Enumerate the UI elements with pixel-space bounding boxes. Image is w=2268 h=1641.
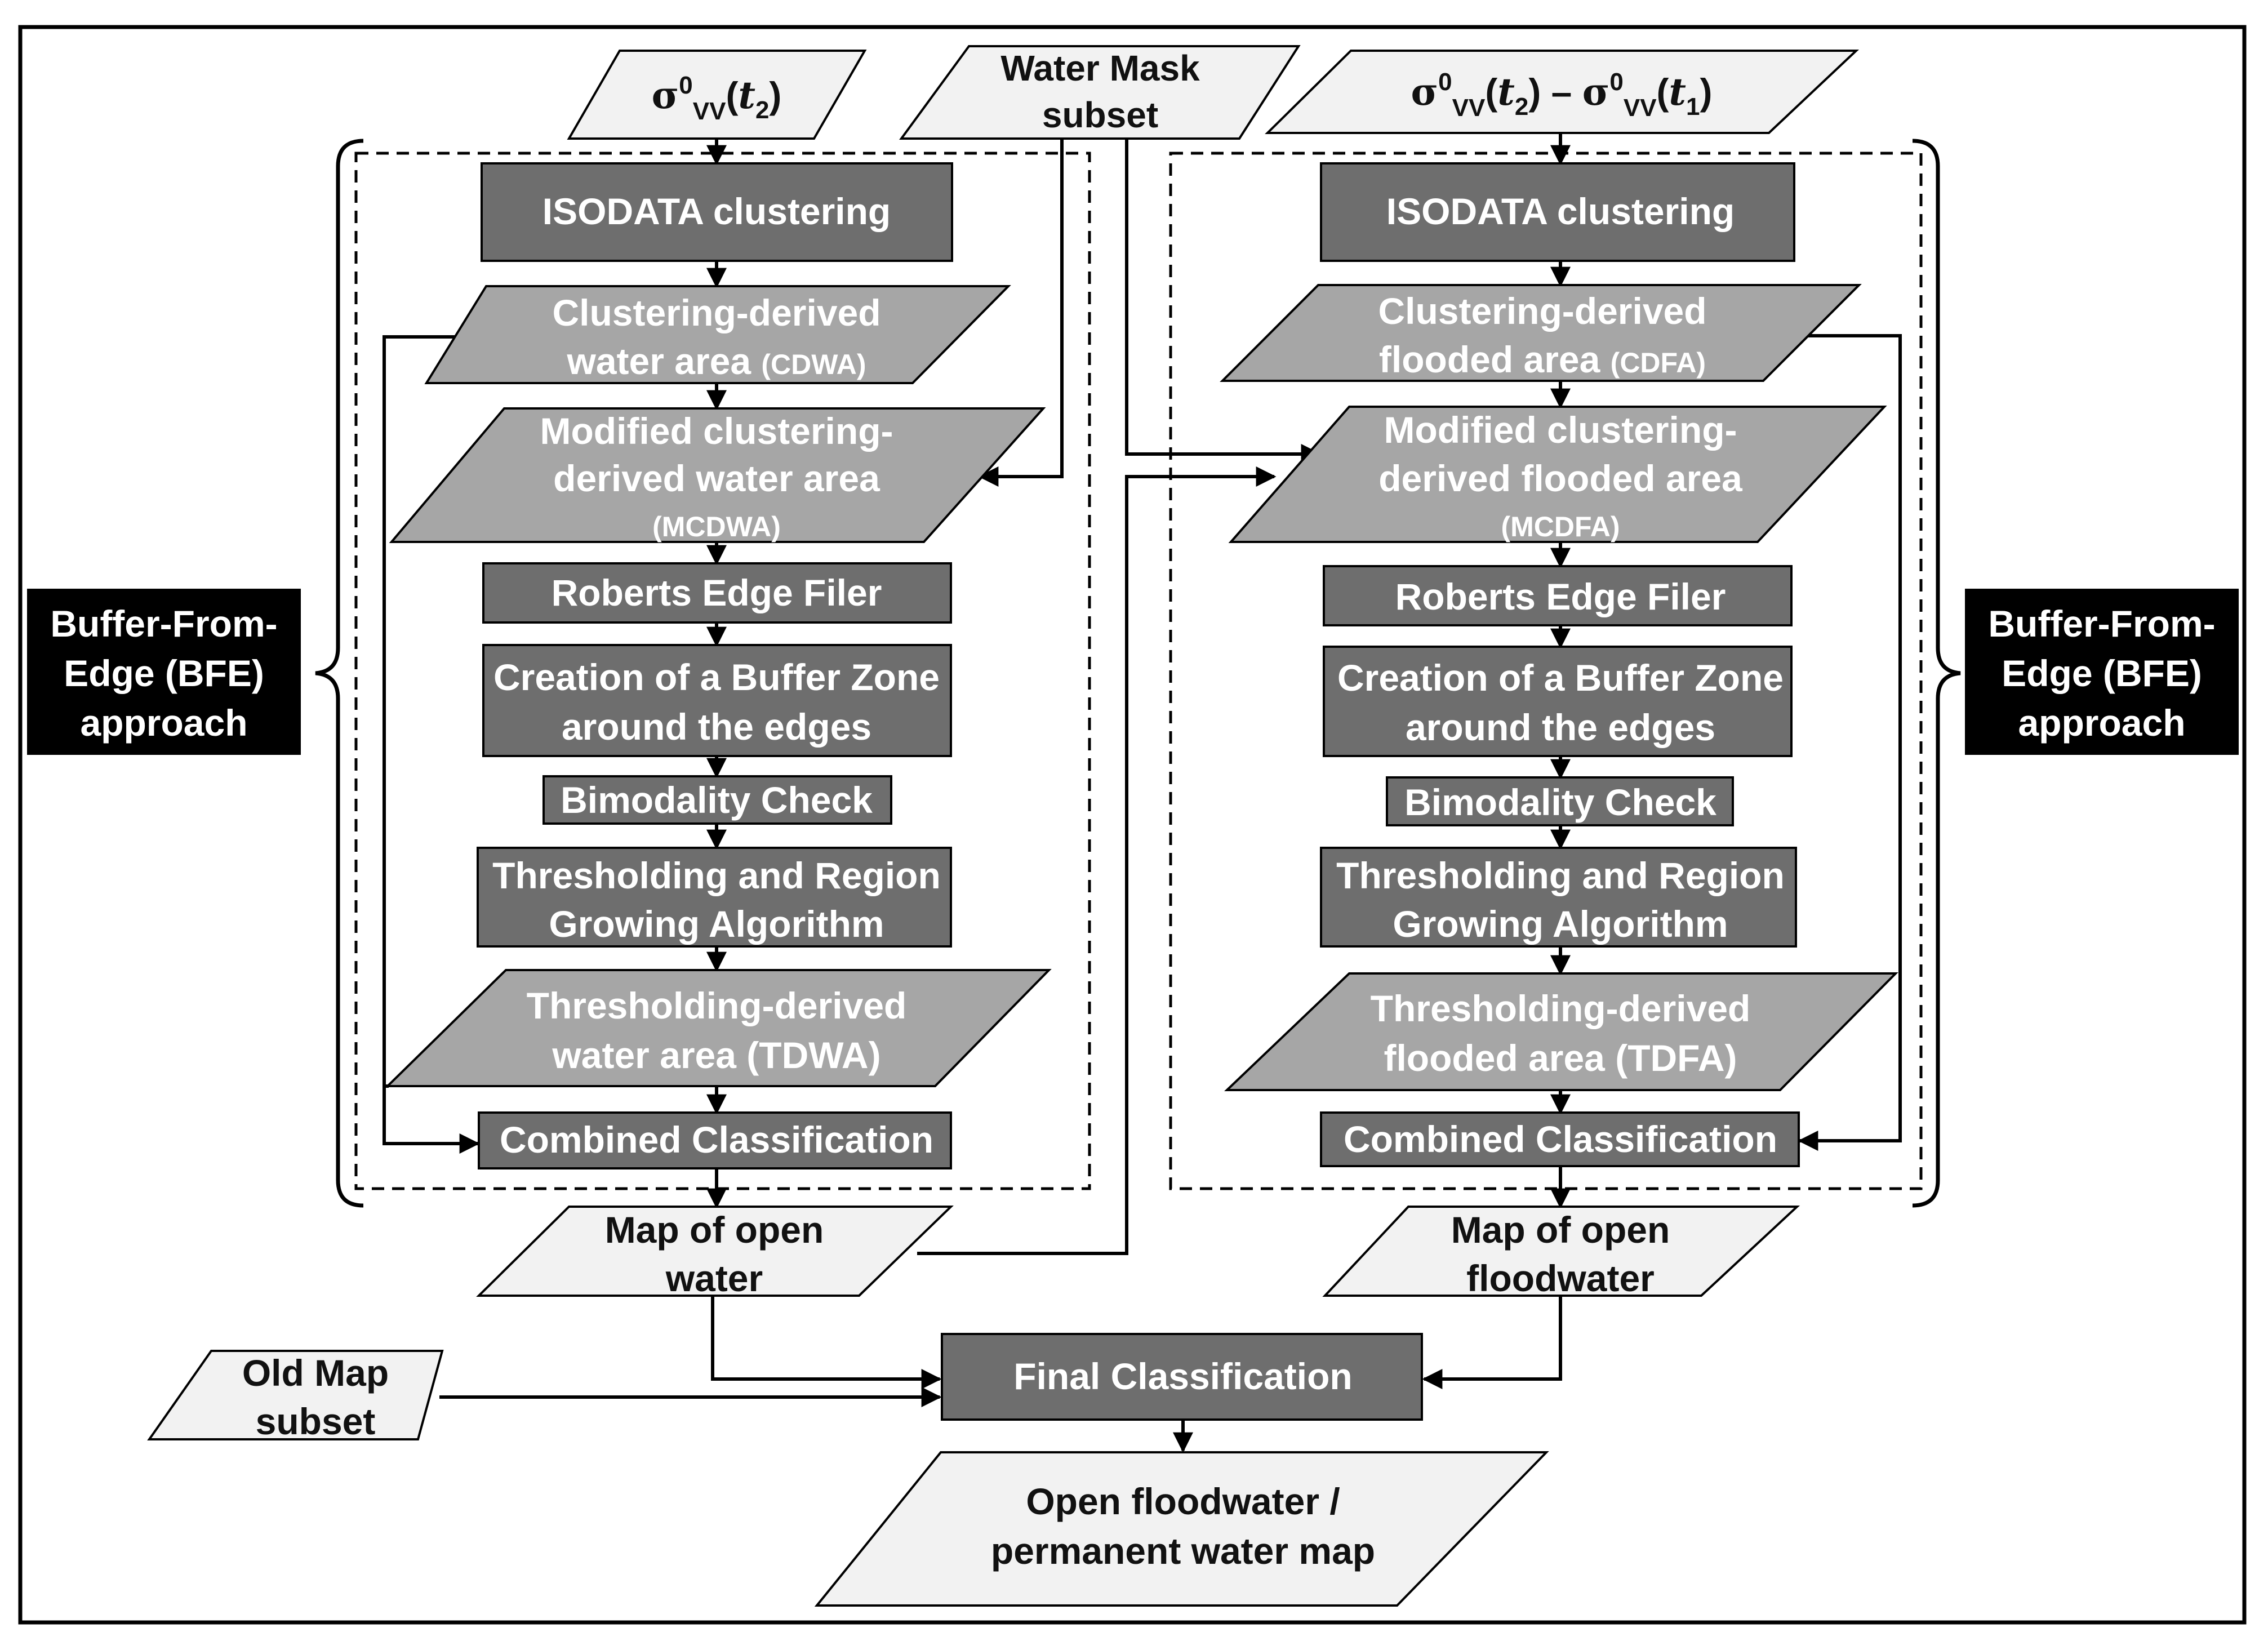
right-combined-label: Combined Classification (1344, 1118, 1777, 1160)
left-mcdwa-shape (389, 407, 1046, 543)
arrow-watermask-to-mcdwa (978, 139, 1064, 487)
right-roberts-box (1323, 565, 1793, 626)
right-mcdfa-shape (1228, 406, 1887, 543)
arrow-openwater-to-mcdfa (917, 466, 1277, 1255)
input-sigma-t2-shape (567, 50, 867, 140)
connectors (383, 133, 1902, 1453)
output-map-label: Open floodwater /permanent water map (991, 1480, 1375, 1572)
input-water-mask-shape (899, 45, 1301, 140)
left-mcdwa-label: Modified clustering-derived water area(M… (540, 410, 893, 542)
left-isodata-label: ISODATA clustering (542, 190, 891, 232)
right-isodata-box (1320, 162, 1795, 262)
left-brace (315, 139, 364, 1208)
arrow-openwater-to-final (711, 1293, 942, 1389)
bfe-left-box (27, 589, 301, 755)
right-map-shape (1322, 1206, 1800, 1297)
left-combined-label: Combined Classification (500, 1119, 933, 1160)
left-threshold-box (477, 847, 952, 948)
arrow-watermask-to-mcdfa (1125, 139, 1322, 464)
bfe-right-box (1965, 589, 2239, 755)
right-bimodality-label: Bimodality Check (1404, 781, 1716, 823)
right-brace (1912, 139, 1961, 1208)
left-bimodality-label: Bimodality Check (561, 779, 873, 821)
arrow-floodwater-to-final (1422, 1293, 1562, 1389)
left-tdwa-shape (385, 969, 1052, 1087)
arrow-cdwa-bypass-to-combined (383, 335, 486, 1154)
left-combined-box (478, 1111, 952, 1169)
left-buffer-box (482, 644, 952, 757)
final-classification-box (941, 1333, 1423, 1421)
final-classification-label: Final Classification (1013, 1355, 1352, 1397)
left-isodata-box (481, 162, 953, 262)
right-cdfa-shape (1220, 284, 1862, 382)
right-threshold-box (1320, 847, 1797, 948)
input-sigma-t2-label: σ0VV(t2) (652, 72, 782, 125)
left-cdwa-shape (424, 285, 1011, 384)
left-roberts-label: Roberts Edge Filer (552, 572, 882, 613)
bfe-right-label: Buffer-From-Edge (BFE)approach (1988, 603, 2215, 744)
right-bfe-dashed-group (1169, 152, 1923, 1190)
right-combined-box (1320, 1111, 1800, 1167)
input-old-map-shape (147, 1350, 444, 1440)
right-mcdfa-label: Modified clustering-derived flooded area… (1378, 409, 1743, 542)
left-roberts-box (482, 562, 952, 624)
left-bimodality-box (542, 775, 892, 825)
input-diff-label: σ0VV(t2) – σ0VV(t1) (1411, 68, 1712, 122)
output-map-shape (814, 1451, 1549, 1607)
arrow-cdfa-bypass-to-combined (1797, 334, 1902, 1151)
right-tdfa-shape (1224, 972, 1898, 1091)
right-roberts-label: Roberts Edge Filer (1395, 576, 1726, 617)
right-bimodality-box (1386, 776, 1734, 826)
right-isodata-label: ISODATA clustering (1386, 190, 1735, 232)
input-diff-shape (1265, 50, 1860, 134)
left-map-shape (476, 1206, 954, 1297)
right-buffer-box (1323, 646, 1793, 757)
bfe-left-label: Buffer-From-Edge (BFE)approach (50, 603, 277, 744)
